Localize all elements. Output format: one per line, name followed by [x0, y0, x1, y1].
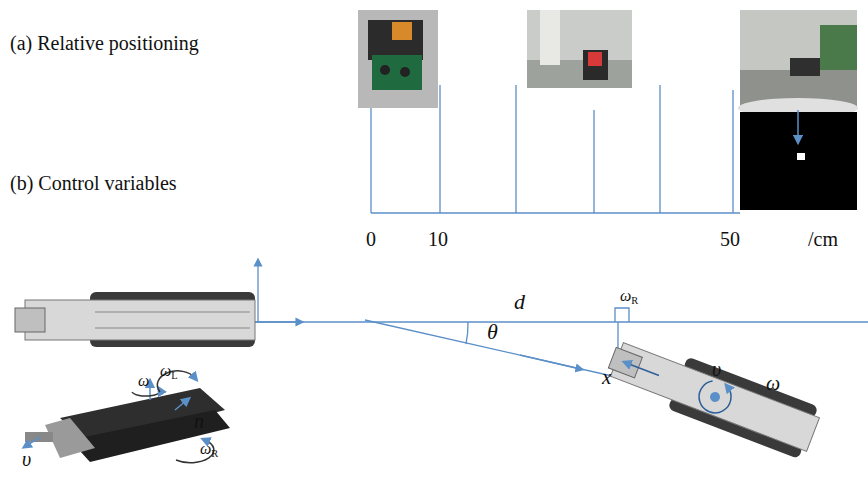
binary-image: [740, 110, 857, 210]
velocity-symbol: ωR: [200, 440, 218, 460]
photo-2: [527, 10, 632, 88]
unit-label: /cm: [808, 228, 838, 250]
photo-3: [738, 10, 858, 118]
tick-label: 0: [366, 228, 376, 250]
tick-label: 10: [428, 228, 448, 250]
velocity-symbol: ω: [766, 372, 780, 394]
velocity-symbol: υ: [712, 358, 721, 380]
tick-label: 50: [720, 228, 740, 250]
geometry-lines: [255, 262, 868, 376]
axis: [371, 85, 740, 213]
robot-3d: [25, 371, 230, 463]
photo-1: [358, 10, 438, 108]
panel-heading: (a) Relative positioning: [10, 32, 199, 54]
velocity-symbol: ωR: [620, 287, 638, 307]
offset-symbol: x: [602, 366, 611, 389]
robot-top-view: [15, 292, 255, 347]
velocity-symbol: ω: [138, 372, 149, 390]
velocity-symbol: ωL: [160, 362, 178, 382]
axis-symbol: n: [194, 410, 204, 432]
velocity-symbol: υ: [22, 448, 31, 470]
robot-rotated: [602, 331, 823, 460]
distance-symbol: d: [514, 290, 525, 314]
angle-symbol: θ: [487, 320, 498, 344]
panel-heading: (b) Control variables: [10, 172, 177, 194]
